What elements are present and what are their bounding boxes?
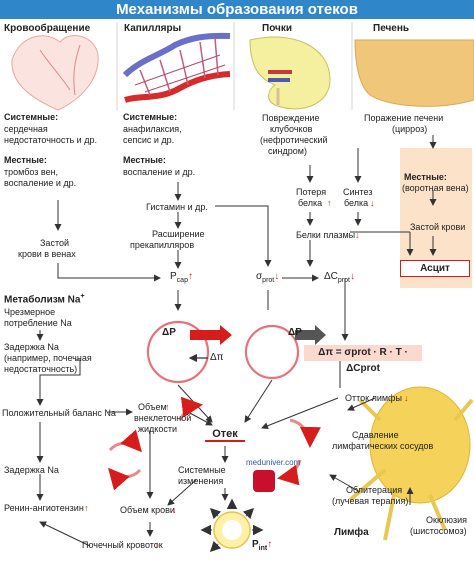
precap-dilation-line1: Расширение [152, 229, 205, 239]
interstitial-pressure-illustration [200, 498, 264, 553]
na-excess-line1: Чрезмерное [4, 307, 56, 317]
cap-local-line1: воспаление и др. [123, 167, 196, 177]
protein-loss-up-arrow: ↑ [327, 198, 332, 208]
pint-label: Pint↑ [252, 539, 273, 552]
na-retention-2: Задержка Na [4, 465, 59, 475]
liver-local-heading: Местные: [404, 172, 447, 182]
dc-prot-label: ΔCprot↓ [324, 271, 355, 284]
ecf-volume-line2: внеклеточной [134, 413, 192, 423]
circ-systemic-line2: недостаточность и др. [4, 135, 97, 145]
lymph-compress-line2: лимфатических сосудов [332, 441, 434, 451]
ecf-volume-line3: жидкости [138, 424, 177, 434]
cap-local-heading: Местные: [123, 155, 166, 165]
protein-loss-line2: белка [298, 198, 323, 208]
portal-vein-label: (воротная вена) [402, 183, 469, 193]
logo-icon [253, 470, 275, 492]
ascites-label: Асцит [420, 263, 450, 274]
ecf-up-arrow: ↑ [165, 402, 170, 412]
venous-stasis-line1: Застой [40, 238, 69, 248]
renal-blood-flow: Почечный кровоток [82, 540, 163, 550]
lymph-occl-line1: Окклюзия [426, 515, 468, 525]
systemic-changes-line2: изменения [178, 476, 224, 486]
lymph-node-illustration [348, 386, 474, 541]
lymph-outflow: Отток лимфы [345, 393, 402, 403]
lymph-oblit-line1: Облитерация [346, 485, 403, 495]
glomerular-damage-line1: Повреждение [262, 113, 320, 123]
sigma-prot-label: σprot↓ [256, 271, 280, 284]
protein-synth-down-arrow: ↓ [370, 198, 375, 208]
cap-systemic-heading: Системные: [123, 112, 178, 122]
protein-synth-line1: Синтез [343, 187, 373, 197]
kidney-illustration [249, 36, 331, 110]
plasma-proteins-label: Белки плазмы [296, 230, 356, 240]
page-title: Механизмы образования отеков [0, 0, 474, 19]
lymph-outflow-down-arrow: ↓ [404, 393, 409, 403]
plasma-proteins-down-arrow: ↓ [355, 230, 360, 240]
circ-systemic-line1: сердечная [4, 124, 48, 134]
blood-volume-down-arrow: ↓ [172, 505, 177, 515]
delta-p-left: ΔP [162, 327, 176, 338]
column-header-liver: Печень [373, 23, 410, 34]
na-retention-line3: недостаточность) [4, 364, 78, 374]
ecf-volume-line1: Объем [138, 402, 167, 412]
na-retention-line1: Задержка Na [4, 342, 59, 352]
na-excess-line2: потребление Na [4, 318, 72, 328]
positive-na-balance: Положительный баланс Na [2, 408, 116, 418]
precap-dilation-line2: прекапилляров [130, 240, 195, 250]
renin-up-arrow: ↑ [84, 503, 89, 513]
venous-stasis-line2: крови в венах [18, 249, 76, 259]
heart-illustration [11, 35, 99, 111]
pcap-label: Pcap↑ [170, 271, 193, 284]
protein-synth-line2: белка [344, 198, 369, 208]
circ-local-line1: тромбоз вен, [4, 167, 59, 177]
column-header-capillaries: Капилляры [124, 23, 182, 34]
liver-damage-line1: Поражение печени [364, 113, 444, 123]
histamine-label: Гистамин и др. [146, 202, 208, 212]
circ-local-heading: Местные: [4, 155, 47, 165]
capillary-network-illustration [122, 32, 231, 103]
cap-systemic-line1: анафилаксия, [123, 124, 182, 134]
delta-p-right: ΔP [288, 327, 302, 338]
circ-local-line2: воспаление и др. [4, 178, 77, 188]
pressure-arrow-dark [295, 325, 326, 345]
na-retention-line2: (например, почечная [4, 353, 92, 363]
circ-systemic-heading: Системные: [4, 112, 59, 122]
pressure-arrow-red [190, 325, 232, 345]
glomerular-damage-line4: синдром) [268, 146, 307, 156]
systemic-changes-line1: Системные [178, 465, 226, 475]
blood-volume-label: Объем крови [120, 505, 175, 515]
renin-angiotensin: Ренин-ангиотензин [4, 503, 84, 513]
cap-systemic-line2: сепсис и др. [123, 135, 175, 145]
oncotic-formula: Δπ = σprot · R · T · ΔCprot [304, 345, 422, 374]
glomerular-damage-line2: клубочков [270, 124, 313, 134]
lymph-occl-line2: (шистосомоз) [410, 526, 467, 536]
site-logo: meduniver.com [246, 458, 301, 467]
column-header-kidneys: Почки [262, 23, 293, 34]
capillary-circle-left [146, 320, 210, 384]
liver-damage-line2: (цирроз) [392, 124, 428, 134]
lymph-oblit-line2: (лучевая терапия) [332, 496, 409, 506]
protein-loss-line1: Потеря [296, 187, 327, 197]
glomerular-damage-line3: (нефротический [260, 135, 328, 145]
liver-stasis-label: Застой крови [410, 222, 466, 232]
ascites-box: Асцит [400, 260, 470, 277]
na-metabolism-heading: Метаболизм Na+ [4, 293, 85, 306]
column-header-circulation: Кровообращение [4, 23, 91, 34]
liver-illustration [354, 39, 474, 107]
delta-pi-label: Δπ [210, 352, 224, 363]
renal-flow-down-arrow: ↓ [154, 540, 159, 550]
lymph-compress-line1: Сдавление [352, 430, 399, 440]
lymph-title: Лимфа [334, 527, 369, 538]
capillary-circle-right [244, 324, 300, 380]
edema-label: Отек [205, 428, 245, 442]
